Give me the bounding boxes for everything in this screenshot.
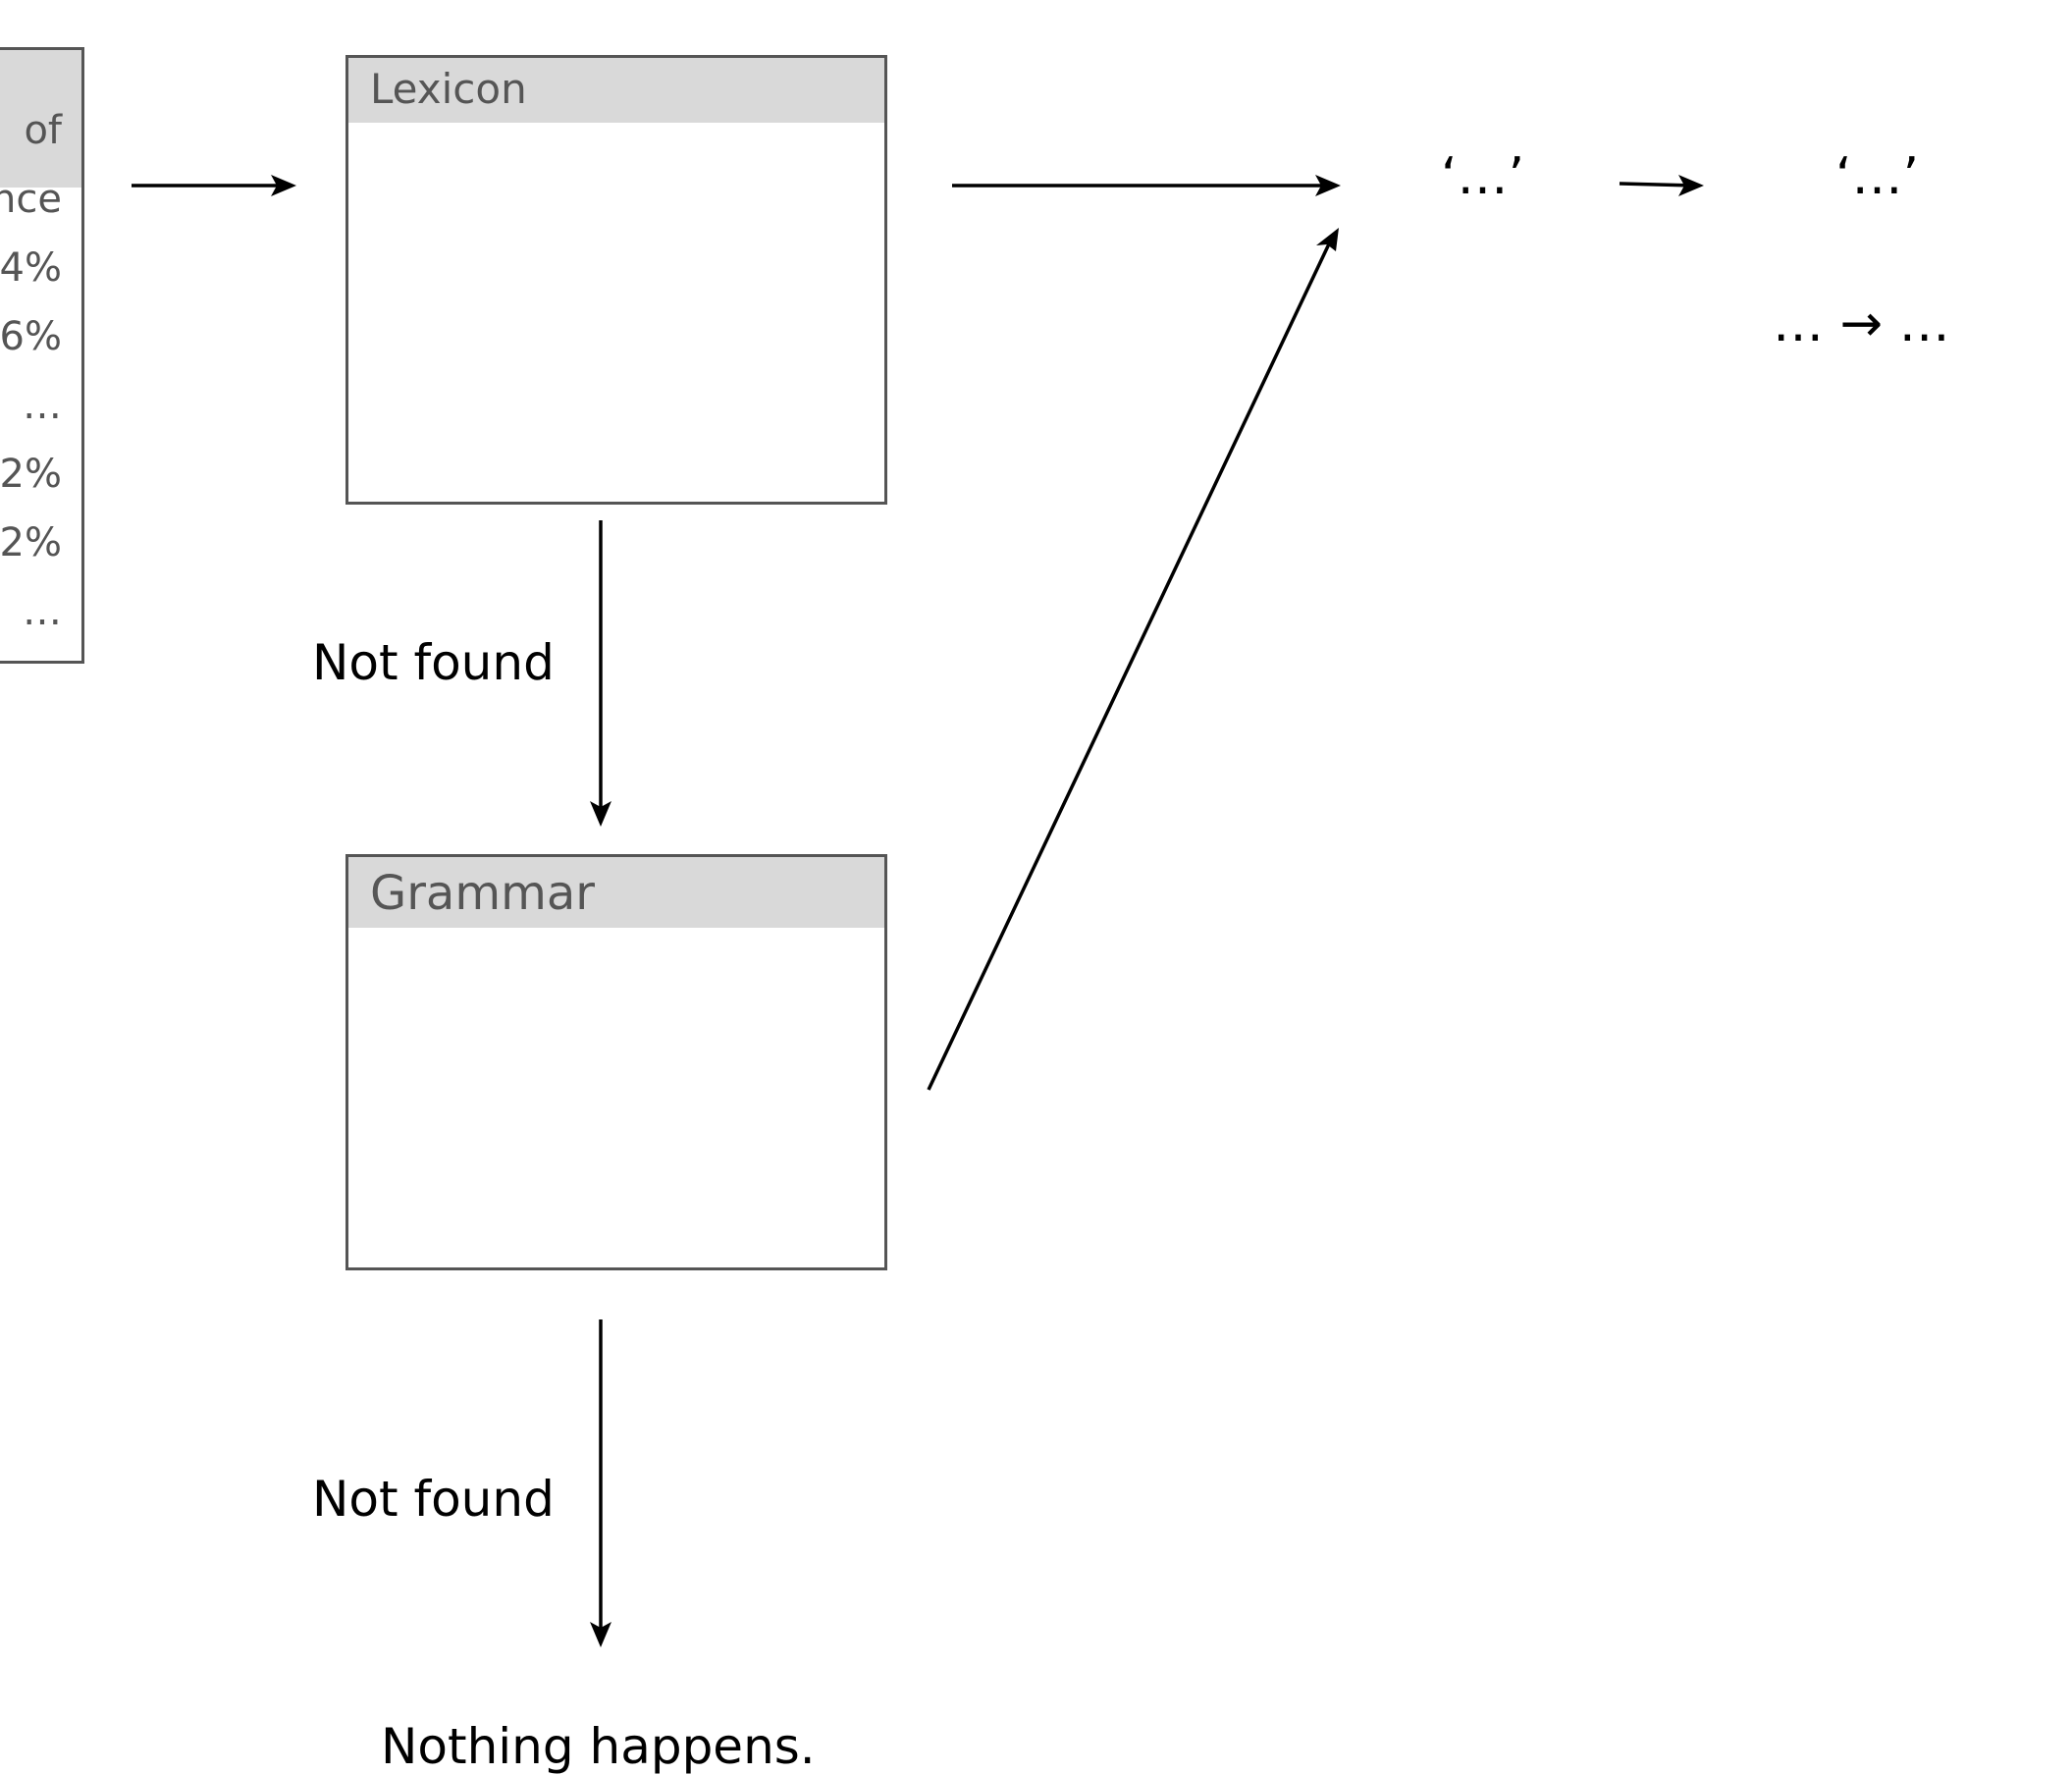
arrowhead-table-to-lexicon — [271, 175, 296, 196]
arrow-grammar-to-output — [927, 235, 1335, 1091]
arrowhead-grammar-to-output — [1316, 228, 1339, 251]
table-cell: 2% — [0, 657, 62, 661]
grammar-box-title: Grammar — [370, 866, 596, 921]
table-cell: 2% — [0, 520, 62, 565]
table-cell: … — [23, 383, 62, 428]
not-found-label-1: Not found — [312, 634, 555, 691]
table-header-line-2: nce — [0, 177, 62, 222]
output-quote-1: ‘…’ — [1441, 147, 1525, 206]
lexicon-box-title: Lexicon — [370, 65, 527, 113]
table-cell: … — [23, 589, 62, 634]
table-cell: 4% — [0, 245, 62, 291]
lexicon-box: Lexicon — [345, 55, 887, 505]
lexicon-box-header — [348, 58, 884, 123]
arrowhead-grammar-to-nothing — [590, 1622, 611, 1647]
arrowhead-output-to-output — [1678, 175, 1704, 196]
arrowhead-lexicon-to-output — [1315, 175, 1341, 196]
grammar-box-header — [348, 857, 884, 928]
arrow-output-to-output — [1619, 182, 1695, 188]
frequency-table-header — [0, 50, 81, 188]
mapping-label: … → … — [1773, 295, 1950, 353]
arrows-layer — [132, 175, 1704, 1647]
table-cell: 6% — [0, 314, 62, 359]
grammar-box: Grammar — [345, 854, 887, 1270]
table-cell: 2% — [0, 452, 62, 497]
arrowhead-lexicon-to-grammar — [590, 801, 611, 827]
table-header-line-1: of — [24, 108, 62, 153]
frequency-table: of nce 4% 6% … 2% 2% … 2% — [0, 47, 84, 664]
not-found-label-2: Not found — [312, 1471, 555, 1528]
output-quote-2: ‘…’ — [1835, 147, 1920, 206]
